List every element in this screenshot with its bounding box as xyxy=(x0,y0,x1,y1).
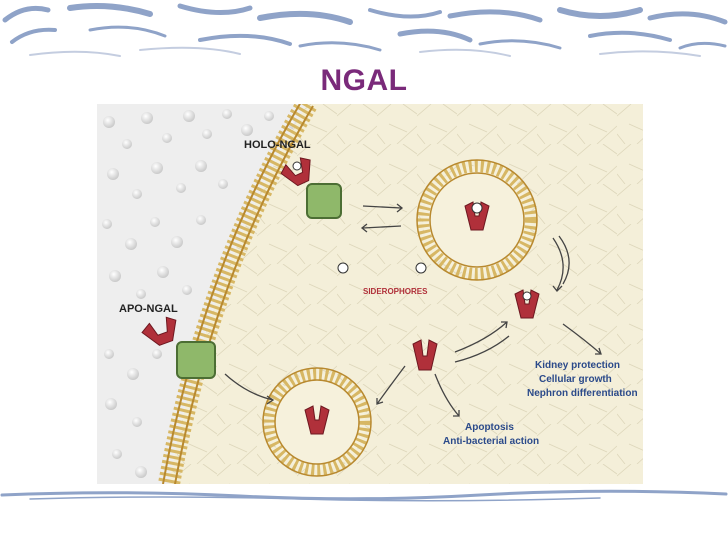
receptor-lower xyxy=(176,341,216,379)
ngal-diagram: HOLO-NGAL APO-NGAL SIDEROPHORES xyxy=(97,104,643,484)
free-siderophore-1 xyxy=(337,262,349,274)
cell-membrane xyxy=(158,104,317,484)
cytoplasmic-ngal-center xyxy=(412,339,438,371)
apo-ngal-protein xyxy=(141,316,177,346)
vesicle-upper-siderophore xyxy=(471,202,483,214)
annotation-apoptosis: Apoptosis xyxy=(465,422,514,433)
free-siderophore-2 xyxy=(415,262,427,274)
cytoplasmic-siderophore xyxy=(522,291,532,301)
siderophores-label: SIDEROPHORES xyxy=(363,287,428,296)
extracellular-beads xyxy=(102,109,298,478)
holo-ngal-protein xyxy=(280,157,311,187)
holo-ngal-label: HOLO-NGAL xyxy=(244,139,311,151)
apoptosis-annotation: Apoptosis Anti-bacterial action xyxy=(443,422,539,447)
membrane-inner-edge xyxy=(174,105,314,484)
membrane-outer-edge xyxy=(162,104,301,484)
siderophore-bound-upper xyxy=(292,161,302,171)
annotation-cellular-growth: Cellular growth xyxy=(539,374,612,385)
apo-ngal-label: APO-NGAL xyxy=(119,303,178,315)
annotation-kidney-protection: Kidney protection xyxy=(535,360,620,371)
pathway-arrows xyxy=(224,203,602,417)
vesicle-upper xyxy=(416,159,538,281)
vesicle-lower-ngal xyxy=(304,405,330,435)
receptor-upper xyxy=(306,183,342,219)
footer-brush-stroke xyxy=(0,489,728,502)
diagram-canvas: HOLO-NGAL APO-NGAL SIDEROPHORES xyxy=(97,104,643,484)
kidney-annotation: Kidney protection Cellular growth Nephro… xyxy=(527,360,638,399)
decorative-footer-band xyxy=(0,488,728,502)
slide-title: NGAL xyxy=(320,64,408,97)
annotation-anti-bacterial: Anti-bacterial action xyxy=(443,436,539,447)
annotation-nephron-differentiation: Nephron differentiation xyxy=(527,388,638,399)
brush-stroke-pattern xyxy=(2,3,728,57)
vesicle-lower xyxy=(262,367,372,477)
decorative-header-band xyxy=(0,0,728,62)
